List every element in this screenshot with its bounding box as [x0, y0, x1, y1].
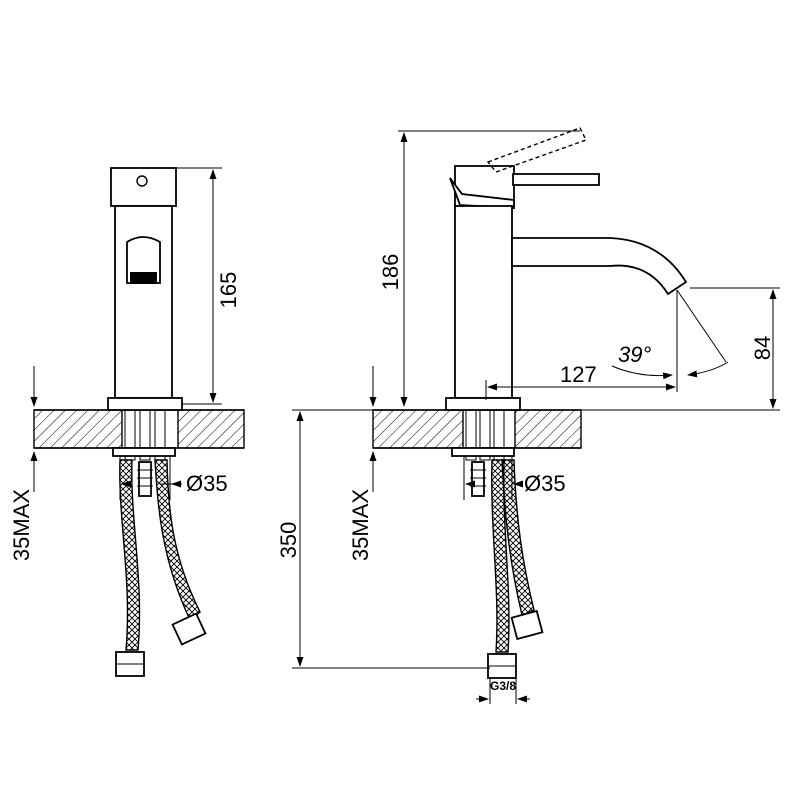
- spout-reach-label: 127: [560, 362, 597, 387]
- dim-side-countertop: 35MAX: [348, 366, 377, 561]
- dim-side-height: 186: [378, 130, 580, 407]
- dim-thread: G3/8: [476, 678, 530, 704]
- spout-icon: [511, 237, 688, 296]
- hose-nut-icon: [510, 609, 544, 641]
- dim-front-hole: Ø35: [119, 456, 228, 500]
- front-height-label: 165: [216, 272, 241, 309]
- handle-lever-icon: [512, 173, 600, 186]
- dim-spout-reach: 127: [485, 290, 678, 400]
- side-countertop-label: 35MAX: [348, 489, 373, 561]
- lever-pivot-icon: [136, 175, 148, 187]
- side-hole-label: Ø35: [524, 471, 566, 496]
- side-countertop: [372, 409, 582, 449]
- side-faucet-body: [445, 127, 688, 411]
- dim-spout-height: 84: [581, 287, 780, 411]
- side-height-label: 186: [378, 254, 403, 291]
- dim-front-height: 165: [176, 167, 241, 405]
- handle-raised-dashed: [486, 127, 587, 173]
- front-shank: [112, 409, 176, 497]
- dim-side-hole: Ø35: [463, 456, 566, 500]
- front-hoses: [115, 459, 207, 677]
- front-countertop: [33, 409, 245, 449]
- dim-spout-angle: 39°: [611, 289, 729, 380]
- front-countertop-label: 35MAX: [9, 489, 34, 561]
- aerator-icon: [126, 236, 161, 284]
- front-view: 165 35MAX Ø35: [9, 167, 245, 677]
- spout-height-label: 84: [750, 336, 775, 360]
- hose-length-label: 350: [276, 522, 301, 559]
- spout-angle-label: 39°: [618, 342, 651, 367]
- front-faucet-body: [107, 167, 183, 411]
- front-hole-label: Ø35: [186, 471, 228, 496]
- side-view: 186 127 39° 84 35MAX: [276, 127, 780, 704]
- thread-label: G3/8: [490, 679, 516, 693]
- side-hoses: [487, 459, 544, 679]
- hose-nut-icon: [171, 612, 207, 646]
- dim-hose-length: 350: [276, 409, 490, 669]
- side-shank: [451, 409, 515, 497]
- dim-front-countertop: 35MAX: [9, 366, 38, 561]
